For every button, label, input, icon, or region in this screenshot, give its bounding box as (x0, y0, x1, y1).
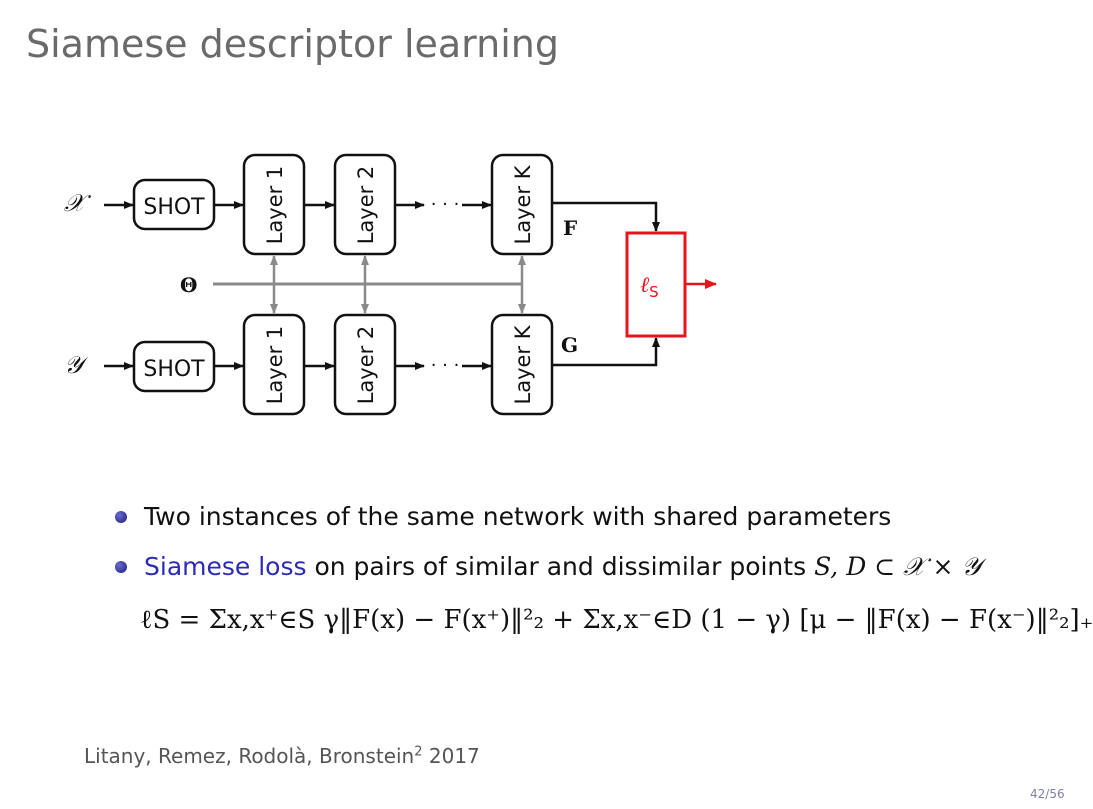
bullet-text: Two instances of the same network with s… (144, 502, 892, 531)
layerk-label-top: Layer K (511, 164, 535, 244)
bullet-dot-icon (115, 511, 127, 523)
citation-authors: Litany, Remez, Rodolà, Bronstein (84, 744, 415, 768)
bullet-item-shared-params: Two instances of the same network with s… (112, 498, 1072, 548)
layer1-label-bottom: Layer 1 (263, 326, 287, 405)
layer1-box-bottom: Layer 1 (242, 313, 306, 416)
loss-subscript: S (649, 283, 659, 301)
shot-box-bottom: SHOT (132, 340, 216, 393)
bullet-list: Two instances of the same network with s… (112, 498, 1072, 598)
bullet-text-rest: on pairs of similar and dissimilar point… (306, 552, 815, 581)
bullet-text: Siamese loss on pairs of similar and dis… (144, 548, 981, 586)
citation: Litany, Remez, Rodolà, Bronstein2 2017 (84, 744, 480, 768)
slide-title: Siamese descriptor learning (26, 22, 559, 66)
page-number: 42/56 (1030, 787, 1065, 801)
svg-text:ℓS: ℓS (640, 273, 659, 301)
arrow-f-to-loss (553, 201, 660, 232)
layer2-box-top: Layer 2 (333, 153, 397, 256)
citation-superscript: 2 (414, 744, 423, 760)
bullet-dot-icon (115, 561, 127, 573)
layerk-label-bottom: Layer K (511, 324, 535, 404)
output-f-label: F (563, 216, 577, 240)
shot-label-bottom: SHOT (143, 357, 205, 382)
layer2-box-bottom: Layer 2 (333, 313, 397, 416)
bullet-item-siamese-loss: Siamese loss on pairs of similar and dis… (112, 548, 1072, 598)
layer2-label-top: Layer 2 (354, 166, 378, 245)
layer2-label-bottom: Layer 2 (354, 326, 378, 405)
layer1-box-top: Layer 1 (242, 153, 306, 256)
ellipsis-bottom: · · · (431, 355, 460, 376)
input-x-label: 𝒳 (64, 189, 92, 217)
theta-label: Θ (180, 273, 197, 297)
siamese-network-diagram: 𝒳 SHOT Layer 1 Layer 2 · · · Layer K F Θ… (64, 153, 717, 416)
loss-box: ℓS (625, 231, 687, 338)
output-g-label: G (561, 333, 578, 357)
siamese-loss-highlight: Siamese loss (144, 552, 307, 581)
ellipsis-top: · · · (431, 194, 460, 215)
set-notation: S, D ⊂ 𝒳 × 𝒴 (814, 552, 982, 581)
layerk-box-top: Layer K (490, 153, 554, 256)
shot-box-top: SHOT (132, 178, 216, 231)
input-y-label: 𝒴 (64, 351, 89, 379)
layer1-label-top: Layer 1 (263, 166, 287, 245)
citation-year: 2017 (422, 744, 480, 768)
loss-equation: ℓS = Σx,x⁺∈S γ‖F(x) − F(x⁺)‖²₂ + Σx,x⁻∈D… (140, 605, 1093, 635)
layerk-box-bottom: Layer K (490, 313, 554, 416)
arrow-g-to-loss (553, 337, 660, 367)
loss-symbol: ℓ (640, 273, 650, 298)
shot-label-top: SHOT (143, 195, 205, 220)
